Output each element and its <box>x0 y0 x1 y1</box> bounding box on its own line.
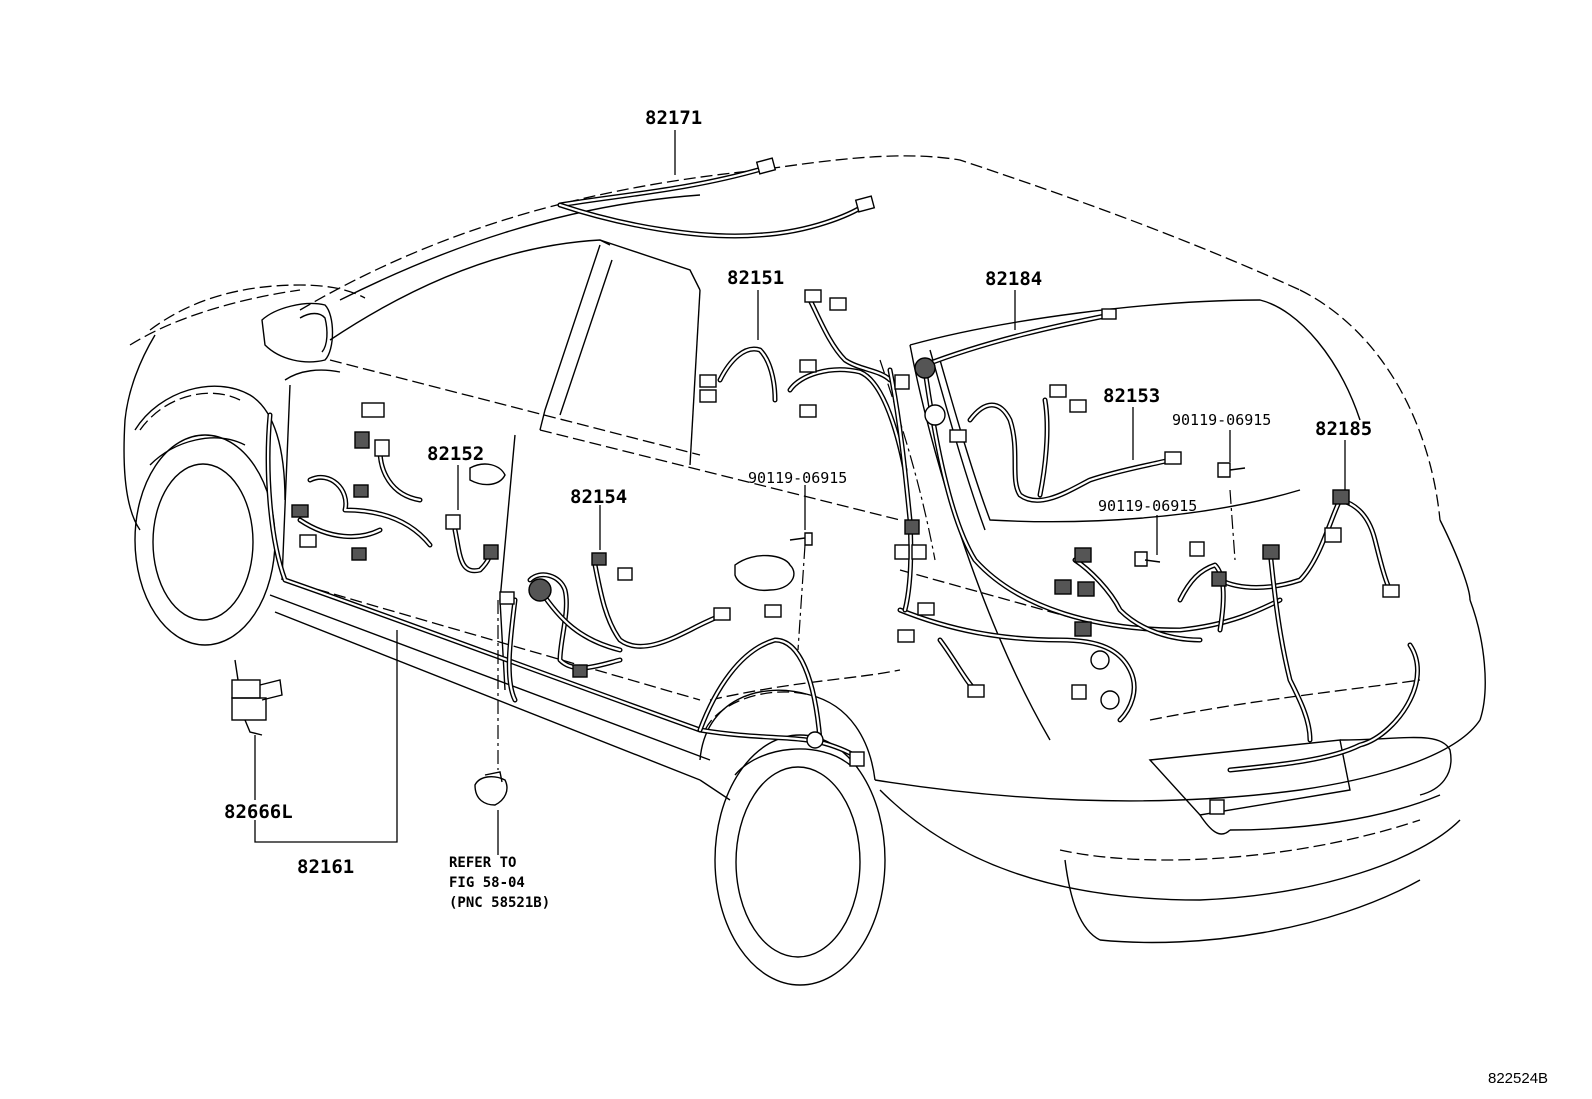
label-82151: 82151 <box>727 267 784 289</box>
label-82171: 82171 <box>645 107 702 129</box>
label-82153: 82153 <box>1103 385 1160 407</box>
label-82185: 82185 <box>1315 418 1372 440</box>
leader-lines <box>254 130 1346 855</box>
floor-harness-82161 <box>265 412 865 767</box>
reference-line-2: FIG 58-04 <box>449 875 525 891</box>
part-labels: 82171 82151 82184 82153 82152 82154 8218… <box>224 107 1372 878</box>
label-82666L: 82666L <box>224 801 293 823</box>
bolt-icon <box>789 462 1246 567</box>
car-body-outline <box>123 155 1486 986</box>
reference-note: REFER TO FIG 58-04 (PNC 58521B) <box>449 855 550 911</box>
label-bolt-90119-06915-rear: 90119-06915 <box>1098 497 1197 515</box>
b-pillar-harness <box>887 367 946 613</box>
reference-line-1: REFER TO <box>449 855 516 871</box>
label-82184: 82184 <box>985 268 1042 290</box>
sensor-part-82666L <box>231 659 283 736</box>
label-bolt-90119-06915-center: 90119-06915 <box>748 469 847 487</box>
label-82152: 82152 <box>427 443 484 465</box>
rear-harness-82185 <box>1209 489 1420 815</box>
reference-line-3: (PNC 58521B) <box>449 895 550 911</box>
floor-harness-82154 <box>527 552 731 678</box>
lower-rear-harness <box>897 541 1227 723</box>
label-bolt-90119-06915-top: 90119-06915 <box>1172 411 1271 429</box>
center-harness-82151 <box>699 289 908 473</box>
back-door-harness-82153 <box>949 384 1182 503</box>
hatch-harness-82184 <box>914 308 1283 633</box>
roof-harness-82171 <box>557 157 876 239</box>
label-82161: 82161 <box>297 856 354 878</box>
figure-code: 822524B <box>1488 1070 1548 1087</box>
floor-harness-82152 <box>291 402 499 574</box>
clip-part <box>474 771 508 806</box>
label-82154: 82154 <box>570 486 627 508</box>
